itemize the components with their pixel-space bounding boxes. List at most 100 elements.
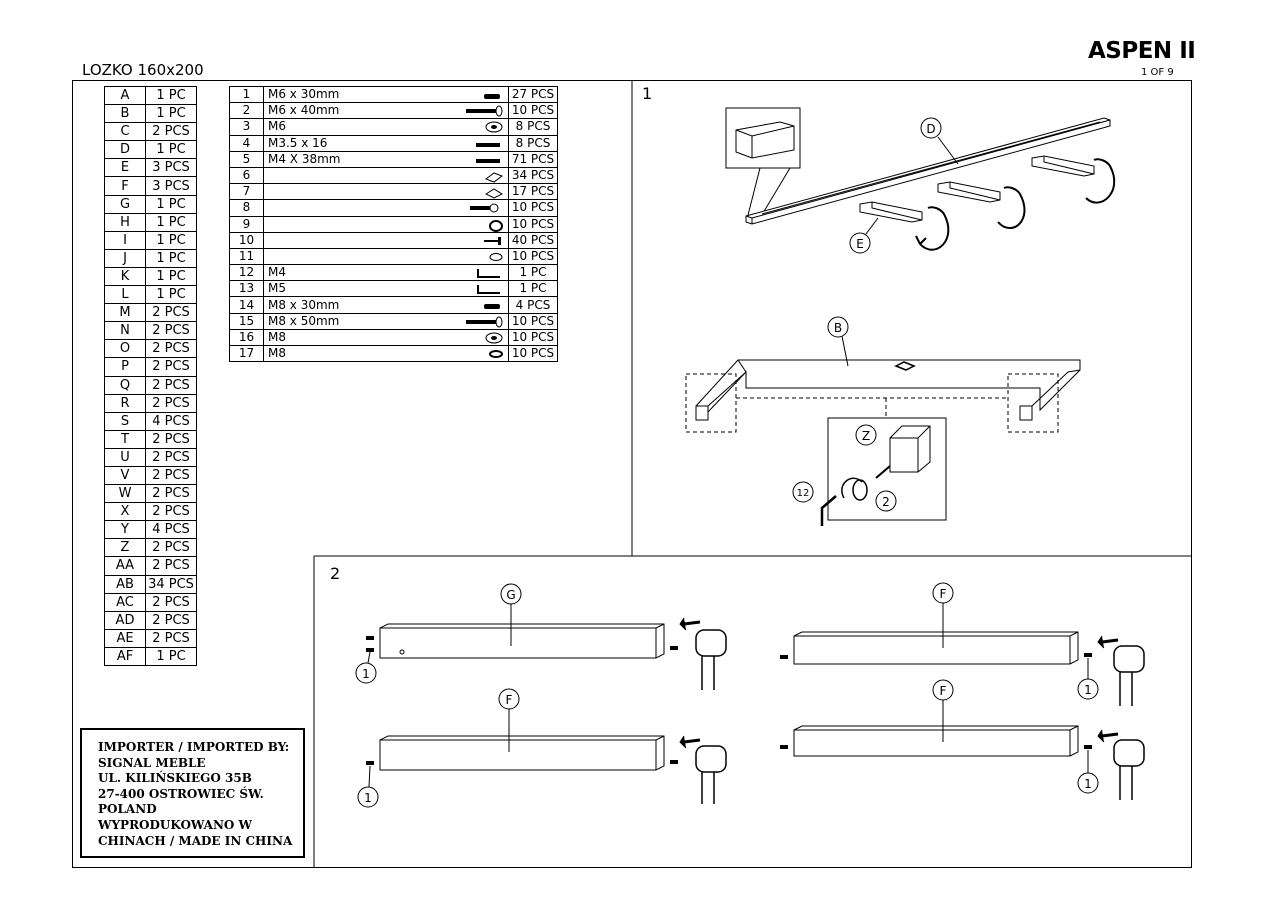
step-2-number: 2 bbox=[330, 564, 340, 583]
hardware-number: 13 bbox=[229, 280, 264, 298]
step-1-number: 1 bbox=[642, 84, 652, 103]
hardware-quantity: 27 PCS bbox=[508, 85, 558, 104]
allen-key-icon bbox=[474, 283, 504, 299]
hardware-quantity: 10 PCS bbox=[508, 199, 558, 217]
part-quantity: 1 PC bbox=[145, 194, 197, 214]
svg-text:12: 12 bbox=[797, 488, 810, 499]
cam-lock-icon bbox=[488, 219, 504, 237]
hardware-spec: M8 bbox=[268, 346, 286, 361]
hardware-quantity: 17 PCS bbox=[508, 183, 558, 201]
hardware-quantity: 4 PCS bbox=[508, 296, 558, 314]
label-f: F bbox=[932, 582, 954, 648]
hardware-quantity: 10 PCS bbox=[508, 102, 558, 120]
part-letter: Y bbox=[104, 520, 146, 540]
hardware-spec: M3.5 x 16 bbox=[268, 135, 328, 150]
hardware-spec-cell: M8 bbox=[263, 344, 509, 363]
bolt-long-icon bbox=[464, 316, 504, 332]
hardware-quantity: 10 PCS bbox=[508, 215, 558, 233]
part-quantity: 2 PCS bbox=[145, 465, 197, 486]
label-1: 1 bbox=[1077, 750, 1099, 794]
nail-icon bbox=[482, 235, 504, 250]
part-letter: AC bbox=[104, 592, 146, 612]
hardware-spec: M4 X 38mm bbox=[268, 151, 341, 166]
bolt-long-icon bbox=[464, 105, 504, 121]
part-quantity: 2 PCS bbox=[145, 556, 197, 576]
hardware-spec: M8 bbox=[268, 329, 286, 344]
part-quantity: 2 PCS bbox=[145, 447, 197, 467]
svg-text:2: 2 bbox=[882, 495, 890, 509]
part-letter: AD bbox=[104, 610, 146, 630]
mallet-icon bbox=[679, 617, 727, 690]
part-quantity: 4 PCS bbox=[145, 520, 197, 540]
part-letter: AA bbox=[104, 556, 146, 576]
importer-line: IMPORTER / IMPORTED BY: bbox=[98, 740, 290, 754]
svg-text:1: 1 bbox=[1084, 683, 1092, 697]
label-z: Z bbox=[855, 424, 877, 446]
importer-line: UL. KILIŃSKIEGO 35B bbox=[98, 771, 252, 786]
brand-title: ASPEN II bbox=[1088, 38, 1196, 64]
part-quantity: 3 PCS bbox=[145, 158, 197, 178]
part-letter: AE bbox=[104, 628, 146, 648]
part-quantity: 2 PCS bbox=[145, 484, 197, 504]
hardware-spec-cell: M8 x 50mm bbox=[263, 312, 509, 332]
hardware-spec: M4 bbox=[268, 265, 286, 280]
document-title: LOZKO 160x200 bbox=[82, 61, 204, 79]
part-quantity: 2 PCS bbox=[145, 592, 197, 612]
allen-key-icon bbox=[474, 267, 504, 283]
hardware-spec-cell: M8 bbox=[263, 328, 509, 347]
label-2: 2 bbox=[875, 490, 897, 512]
bolt-short-icon bbox=[482, 299, 504, 314]
part-quantity: 1 PC bbox=[145, 85, 197, 106]
part-quantity: 2 PCS bbox=[145, 628, 197, 648]
svg-text:F: F bbox=[506, 693, 513, 707]
importer-line: 27-400 OSTROWIEC ŚW. bbox=[98, 786, 264, 801]
part-quantity: 2 PCS bbox=[145, 357, 197, 377]
hardware-spec: M8 x 50mm bbox=[268, 313, 340, 328]
part-quantity: 1 PC bbox=[145, 104, 197, 124]
screw-short-icon bbox=[474, 138, 504, 153]
label-d: D bbox=[920, 117, 959, 165]
svg-text:G: G bbox=[506, 588, 515, 602]
plate-icon bbox=[484, 186, 504, 204]
hardware-spec: M6 bbox=[268, 119, 286, 134]
part-letter: H bbox=[104, 212, 146, 232]
mallet-icon bbox=[1097, 635, 1145, 706]
part-letter: AF bbox=[104, 646, 146, 667]
svg-text:F: F bbox=[940, 684, 947, 698]
hardware-spec: M8 x 30mm bbox=[268, 297, 340, 312]
part-quantity: 3 PCS bbox=[145, 176, 197, 196]
step1-rail-diagram bbox=[725, 107, 1116, 251]
importer-line: WYPRODUKOWANO W bbox=[98, 817, 253, 832]
step2-beams bbox=[379, 623, 1079, 771]
label-g: G bbox=[500, 583, 522, 646]
part-quantity: 1 PC bbox=[145, 212, 197, 232]
bracket-icon bbox=[484, 170, 504, 188]
